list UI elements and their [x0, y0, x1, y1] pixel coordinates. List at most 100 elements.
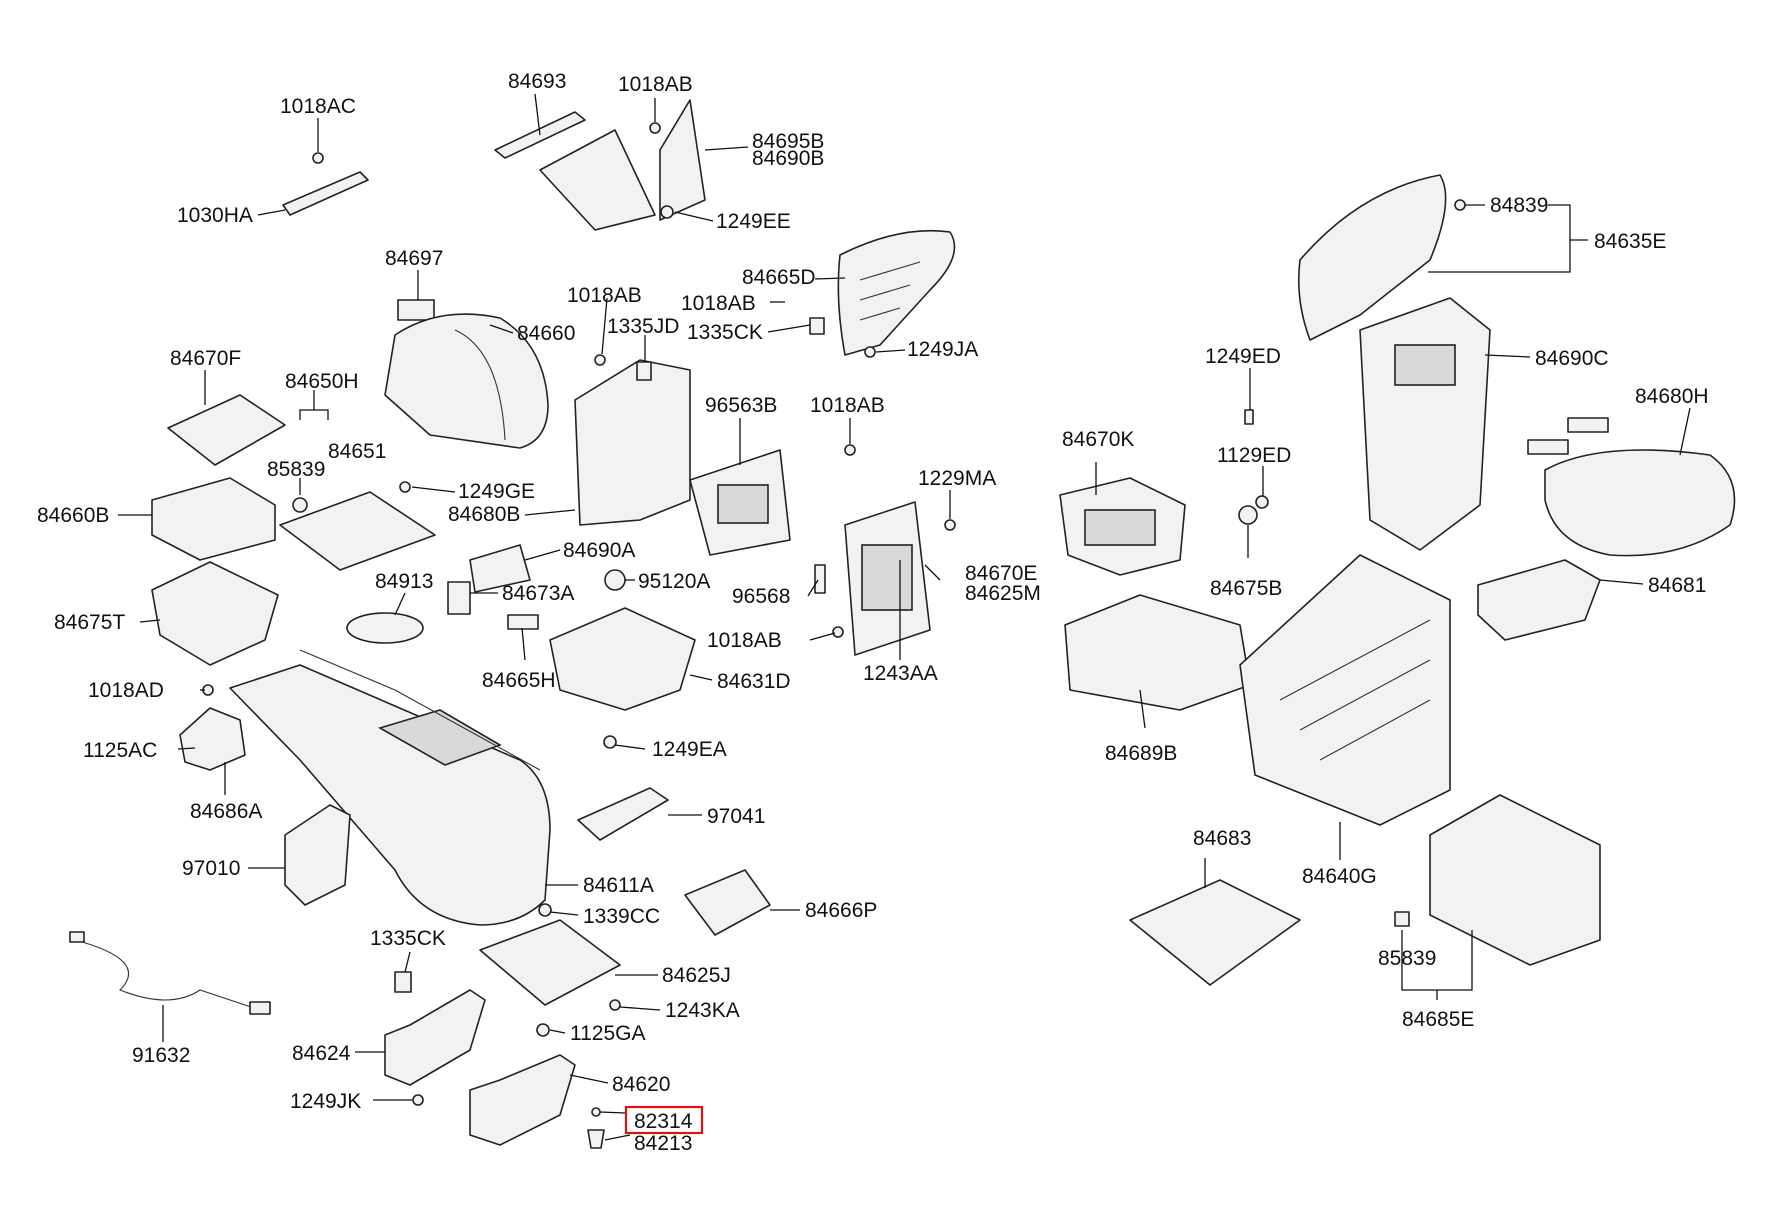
label-1243AA[interactable]: 1243AA: [863, 662, 938, 685]
screw-1018AB-panel: [832, 626, 844, 638]
screw-1249EE: [660, 205, 674, 219]
part-84681: [1477, 559, 1601, 641]
label-84681[interactable]: 84681: [1648, 574, 1706, 597]
label-84690B[interactable]: 84690B: [752, 147, 824, 170]
screw-1249JK: [412, 1094, 424, 1106]
label-1125GA[interactable]: 1125GA: [570, 1022, 646, 1045]
label-1335CK[interactable]: 1335CK: [370, 927, 446, 950]
label-84697[interactable]: 84697: [385, 247, 443, 270]
part-84673A: [447, 581, 471, 615]
label-84666P[interactable]: 84666P: [805, 899, 877, 922]
label-84665D[interactable]: 84665D: [742, 266, 816, 289]
label-84690C[interactable]: 84690C: [1535, 347, 1609, 370]
label-84624[interactable]: 84624: [292, 1042, 351, 1065]
screw-1249GE: [399, 481, 411, 493]
label-84685E[interactable]: 84685E: [1402, 1008, 1474, 1031]
part-97010: [284, 804, 351, 906]
label-84680H[interactable]: 84680H: [1635, 385, 1709, 408]
label-97010[interactable]: 97010: [182, 857, 240, 880]
label-84686A[interactable]: 84686A: [190, 800, 262, 823]
label-1335CK[interactable]: 1335CK: [687, 321, 763, 344]
label-1018AD[interactable]: 1018AD: [88, 679, 164, 702]
label-85839[interactable]: 85839: [1378, 947, 1436, 970]
screw-1018AB-top: [649, 122, 661, 134]
screw-1129ED: [1255, 495, 1269, 509]
label-1249EA[interactable]: 1249EA: [652, 738, 727, 761]
label-1018AB[interactable]: 1018AB: [707, 629, 782, 652]
label-1249GE[interactable]: 1249GE: [458, 480, 535, 503]
label-84611A[interactable]: 84611A: [583, 874, 654, 897]
label-84625M[interactable]: 84625M: [965, 582, 1041, 605]
label-84660B[interactable]: 84660B: [37, 504, 109, 527]
label-1249JA[interactable]: 1249JA: [907, 338, 978, 361]
label-82314[interactable]: 82314: [634, 1110, 693, 1133]
label-1018AB[interactable]: 1018AB: [618, 73, 693, 96]
label-1335JD[interactable]: 1335JD: [607, 315, 679, 338]
label-1249ED[interactable]: 1249ED: [1205, 345, 1281, 368]
label-84695B[interactable]: 84695B: [752, 130, 824, 153]
part-84660B: [151, 477, 276, 561]
part-84660: [384, 313, 549, 449]
part-84635E: [1297, 174, 1447, 341]
label-96563B[interactable]: 96563B: [705, 394, 777, 417]
label-84680B[interactable]: 84680B: [448, 503, 520, 526]
part-1335CK-lower: [394, 971, 412, 993]
part-84913: [346, 612, 424, 644]
label-84620[interactable]: 84620: [612, 1073, 670, 1096]
part-82314: [591, 1107, 601, 1117]
label-84675B[interactable]: 84675B: [1210, 577, 1282, 600]
label-84913[interactable]: 84913: [375, 570, 433, 593]
label-1030HA[interactable]: 1030HA: [177, 204, 253, 227]
label-97041[interactable]: 97041: [707, 805, 765, 828]
leader-lines: [118, 93, 1691, 1141]
label-84650H[interactable]: 84650H: [285, 370, 359, 393]
label-84670K[interactable]: 84670K: [1062, 428, 1134, 451]
label-84689B[interactable]: 84689B: [1105, 742, 1177, 765]
label-91632[interactable]: 91632: [132, 1044, 190, 1067]
label-1018AB[interactable]: 1018AB: [681, 292, 756, 315]
label-84839[interactable]: 84839: [1490, 194, 1548, 217]
label-84670F[interactable]: 84670F: [170, 347, 241, 370]
label-1243KA[interactable]: 1243KA: [665, 999, 740, 1022]
label-84693[interactable]: 84693: [508, 70, 566, 93]
label-1229MA[interactable]: 1229MA: [918, 467, 996, 490]
label-1249JK[interactable]: 1249JK: [290, 1090, 361, 1113]
label-84690A[interactable]: 84690A: [563, 539, 635, 562]
part-84683: [1129, 879, 1301, 986]
label-1018AB[interactable]: 1018AB: [567, 284, 642, 307]
part-84680B: [574, 359, 691, 526]
label-1125AC[interactable]: 1125AC: [83, 739, 157, 762]
label-84660[interactable]: 84660: [517, 322, 575, 345]
part-84697: [397, 299, 435, 321]
label-96568[interactable]: 96568: [732, 585, 790, 608]
label-1018AC[interactable]: 1018AC: [280, 95, 356, 118]
part-84689B: [1064, 594, 1251, 711]
highlight-box-82314: [624, 1105, 704, 1135]
label-84673A[interactable]: 84673A: [502, 582, 574, 605]
label-84635E[interactable]: 84635E: [1594, 230, 1666, 253]
part-84631D: [549, 607, 696, 711]
label-1129ED[interactable]: 1129ED: [1217, 444, 1291, 467]
label-84631D[interactable]: 84631D: [717, 670, 791, 693]
screw-1229MA: [944, 519, 956, 531]
label-84670E[interactable]: 84670E: [965, 562, 1037, 585]
label-1339CC[interactable]: 1339CC: [583, 905, 660, 928]
label-84625J[interactable]: 84625J: [662, 964, 731, 987]
label-1249EE[interactable]: 1249EE: [716, 210, 791, 233]
label-84665H[interactable]: 84665H: [482, 669, 556, 692]
label-84683[interactable]: 84683: [1193, 827, 1251, 850]
part-84665D: [837, 229, 956, 356]
label-84640G[interactable]: 84640G: [1302, 865, 1377, 888]
part-84213: [587, 1129, 605, 1149]
label-1018AB[interactable]: 1018AB: [810, 394, 885, 417]
label-84213[interactable]: 84213: [634, 1132, 692, 1155]
label-85839[interactable]: 85839: [267, 458, 325, 481]
part-85839-left: [292, 497, 308, 513]
label-95120A[interactable]: 95120A: [638, 570, 710, 593]
part-84624: [384, 989, 486, 1086]
screw-1339CC: [538, 903, 552, 917]
part-96568: [814, 564, 826, 594]
label-84675T[interactable]: 84675T: [54, 611, 125, 634]
part-84640G: [1239, 554, 1451, 826]
label-84651[interactable]: 84651: [328, 440, 386, 463]
